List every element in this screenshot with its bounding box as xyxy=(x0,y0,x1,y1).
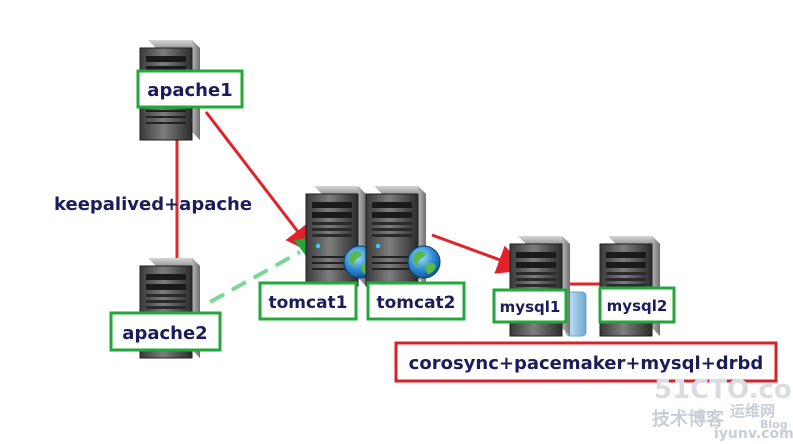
watermark-iyunv: iyunv.com xyxy=(714,426,793,442)
mysql2-label-box xyxy=(598,286,676,324)
apache2-label-box xyxy=(109,311,222,352)
mysql1-label: mysql1 xyxy=(500,298,561,316)
apache1-to-tomcat1-arrow xyxy=(204,111,316,255)
mysql2-label: mysql2 xyxy=(607,297,668,315)
tomcat2-label: tomcat2 xyxy=(376,293,455,313)
apache2-label: apache2 xyxy=(122,323,207,344)
tomcat2-to-mysql1-arrow xyxy=(431,233,528,274)
watermark-blog: Blog xyxy=(760,418,788,431)
watermark-51cto: 51CTO.com xyxy=(654,375,793,405)
apache1-label: apache1 xyxy=(147,80,232,101)
cluster-caption-box xyxy=(394,341,778,383)
apache1-label-box xyxy=(136,69,244,109)
cluster-caption: corosync+pacemaker+mysql+drbd xyxy=(409,353,764,374)
tomcat1-label: tomcat1 xyxy=(268,293,347,313)
apache2-to-tomcat1-dashed-link xyxy=(209,250,301,304)
watermark-tech-blog: 技术博客 xyxy=(652,408,725,430)
tomcat2-label-box xyxy=(366,281,466,321)
tomcat1-label-box xyxy=(258,281,358,321)
mysql1-label-box xyxy=(492,288,568,324)
watermark-yunwei: 运维网 xyxy=(730,402,775,420)
keepalived-caption: keepalived+apache xyxy=(54,194,252,215)
tomcat2-globe-icon xyxy=(407,245,441,279)
